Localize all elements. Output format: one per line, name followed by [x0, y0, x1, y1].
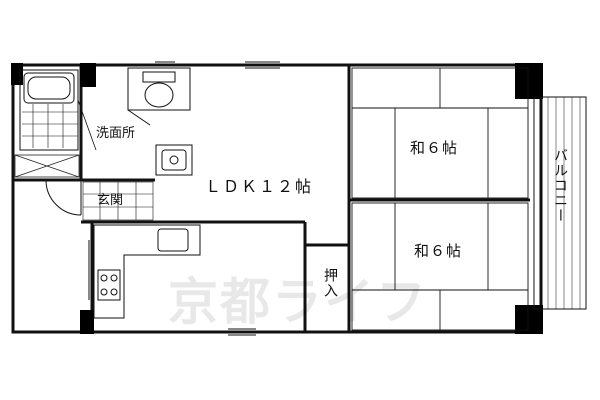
tatami-upper — [351, 67, 529, 199]
entrance-floor — [82, 181, 154, 221]
columns — [11, 63, 543, 334]
watermark: 京都ライフ — [168, 273, 428, 331]
room-label-balcony: バルコニー — [552, 148, 568, 223]
washbasin — [155, 144, 193, 176]
room-label-ldk: ＬＤＫ１２帖 — [205, 177, 314, 196]
tatami-lower — [351, 202, 529, 331]
windows — [88, 61, 280, 336]
room-label-washitsu-upper: 和６帖 — [410, 139, 459, 157]
shaft — [14, 154, 80, 178]
kitchen — [93, 224, 201, 319]
balcony — [533, 96, 587, 310]
room-label-wash: 洗面所 — [96, 126, 136, 141]
room-label-entrance: 玄関 — [97, 193, 124, 208]
toilet — [127, 67, 191, 126]
bathroom — [19, 69, 97, 151]
entry-door — [45, 179, 82, 216]
room-label-closet: 押入 — [322, 268, 338, 298]
room-label-washitsu-lower: 和６帖 — [414, 242, 463, 260]
